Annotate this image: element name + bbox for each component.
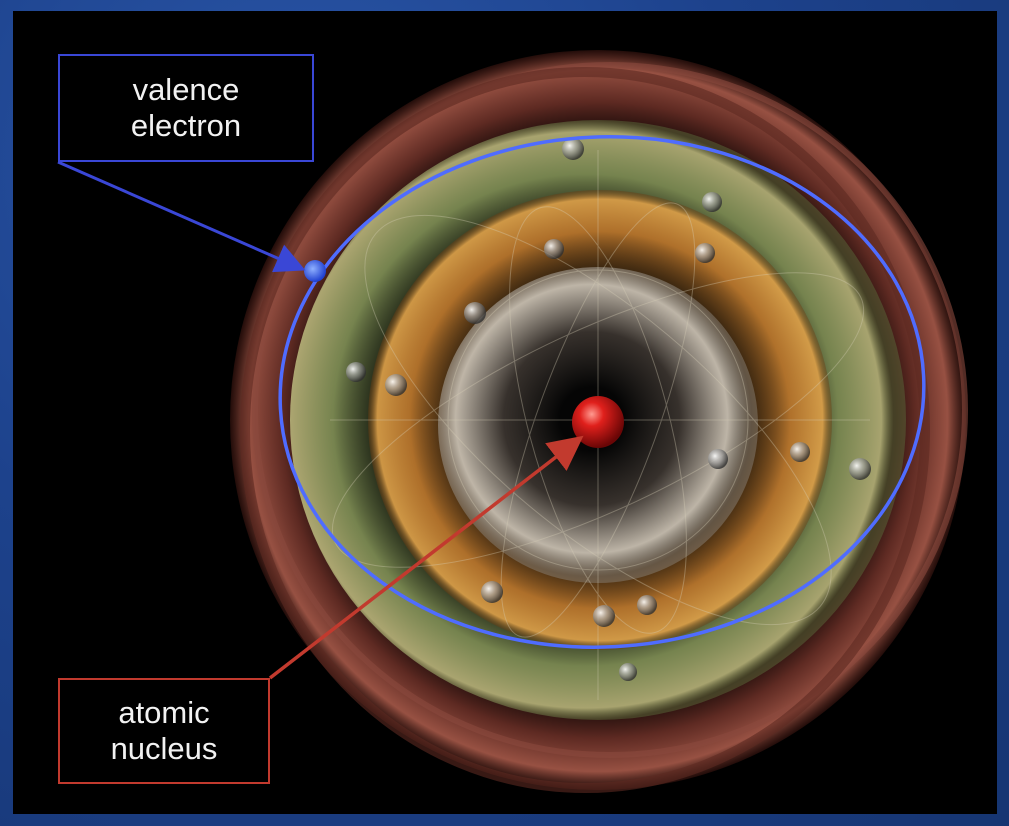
- valence-label-line-2: electron: [131, 108, 241, 144]
- nucleus-label-line-2: nucleus: [111, 731, 218, 767]
- valence-electron-label: valence electron: [58, 54, 314, 162]
- nucleus-label-line-1: atomic: [111, 695, 218, 731]
- atomic-nucleus-label: atomic nucleus: [58, 678, 270, 784]
- valence-label-line-1: valence: [131, 72, 241, 108]
- nucleus-sphere-icon: [572, 396, 624, 448]
- valence-pointer-arrow: [58, 162, 300, 268]
- valence-electron-icon: [304, 260, 326, 282]
